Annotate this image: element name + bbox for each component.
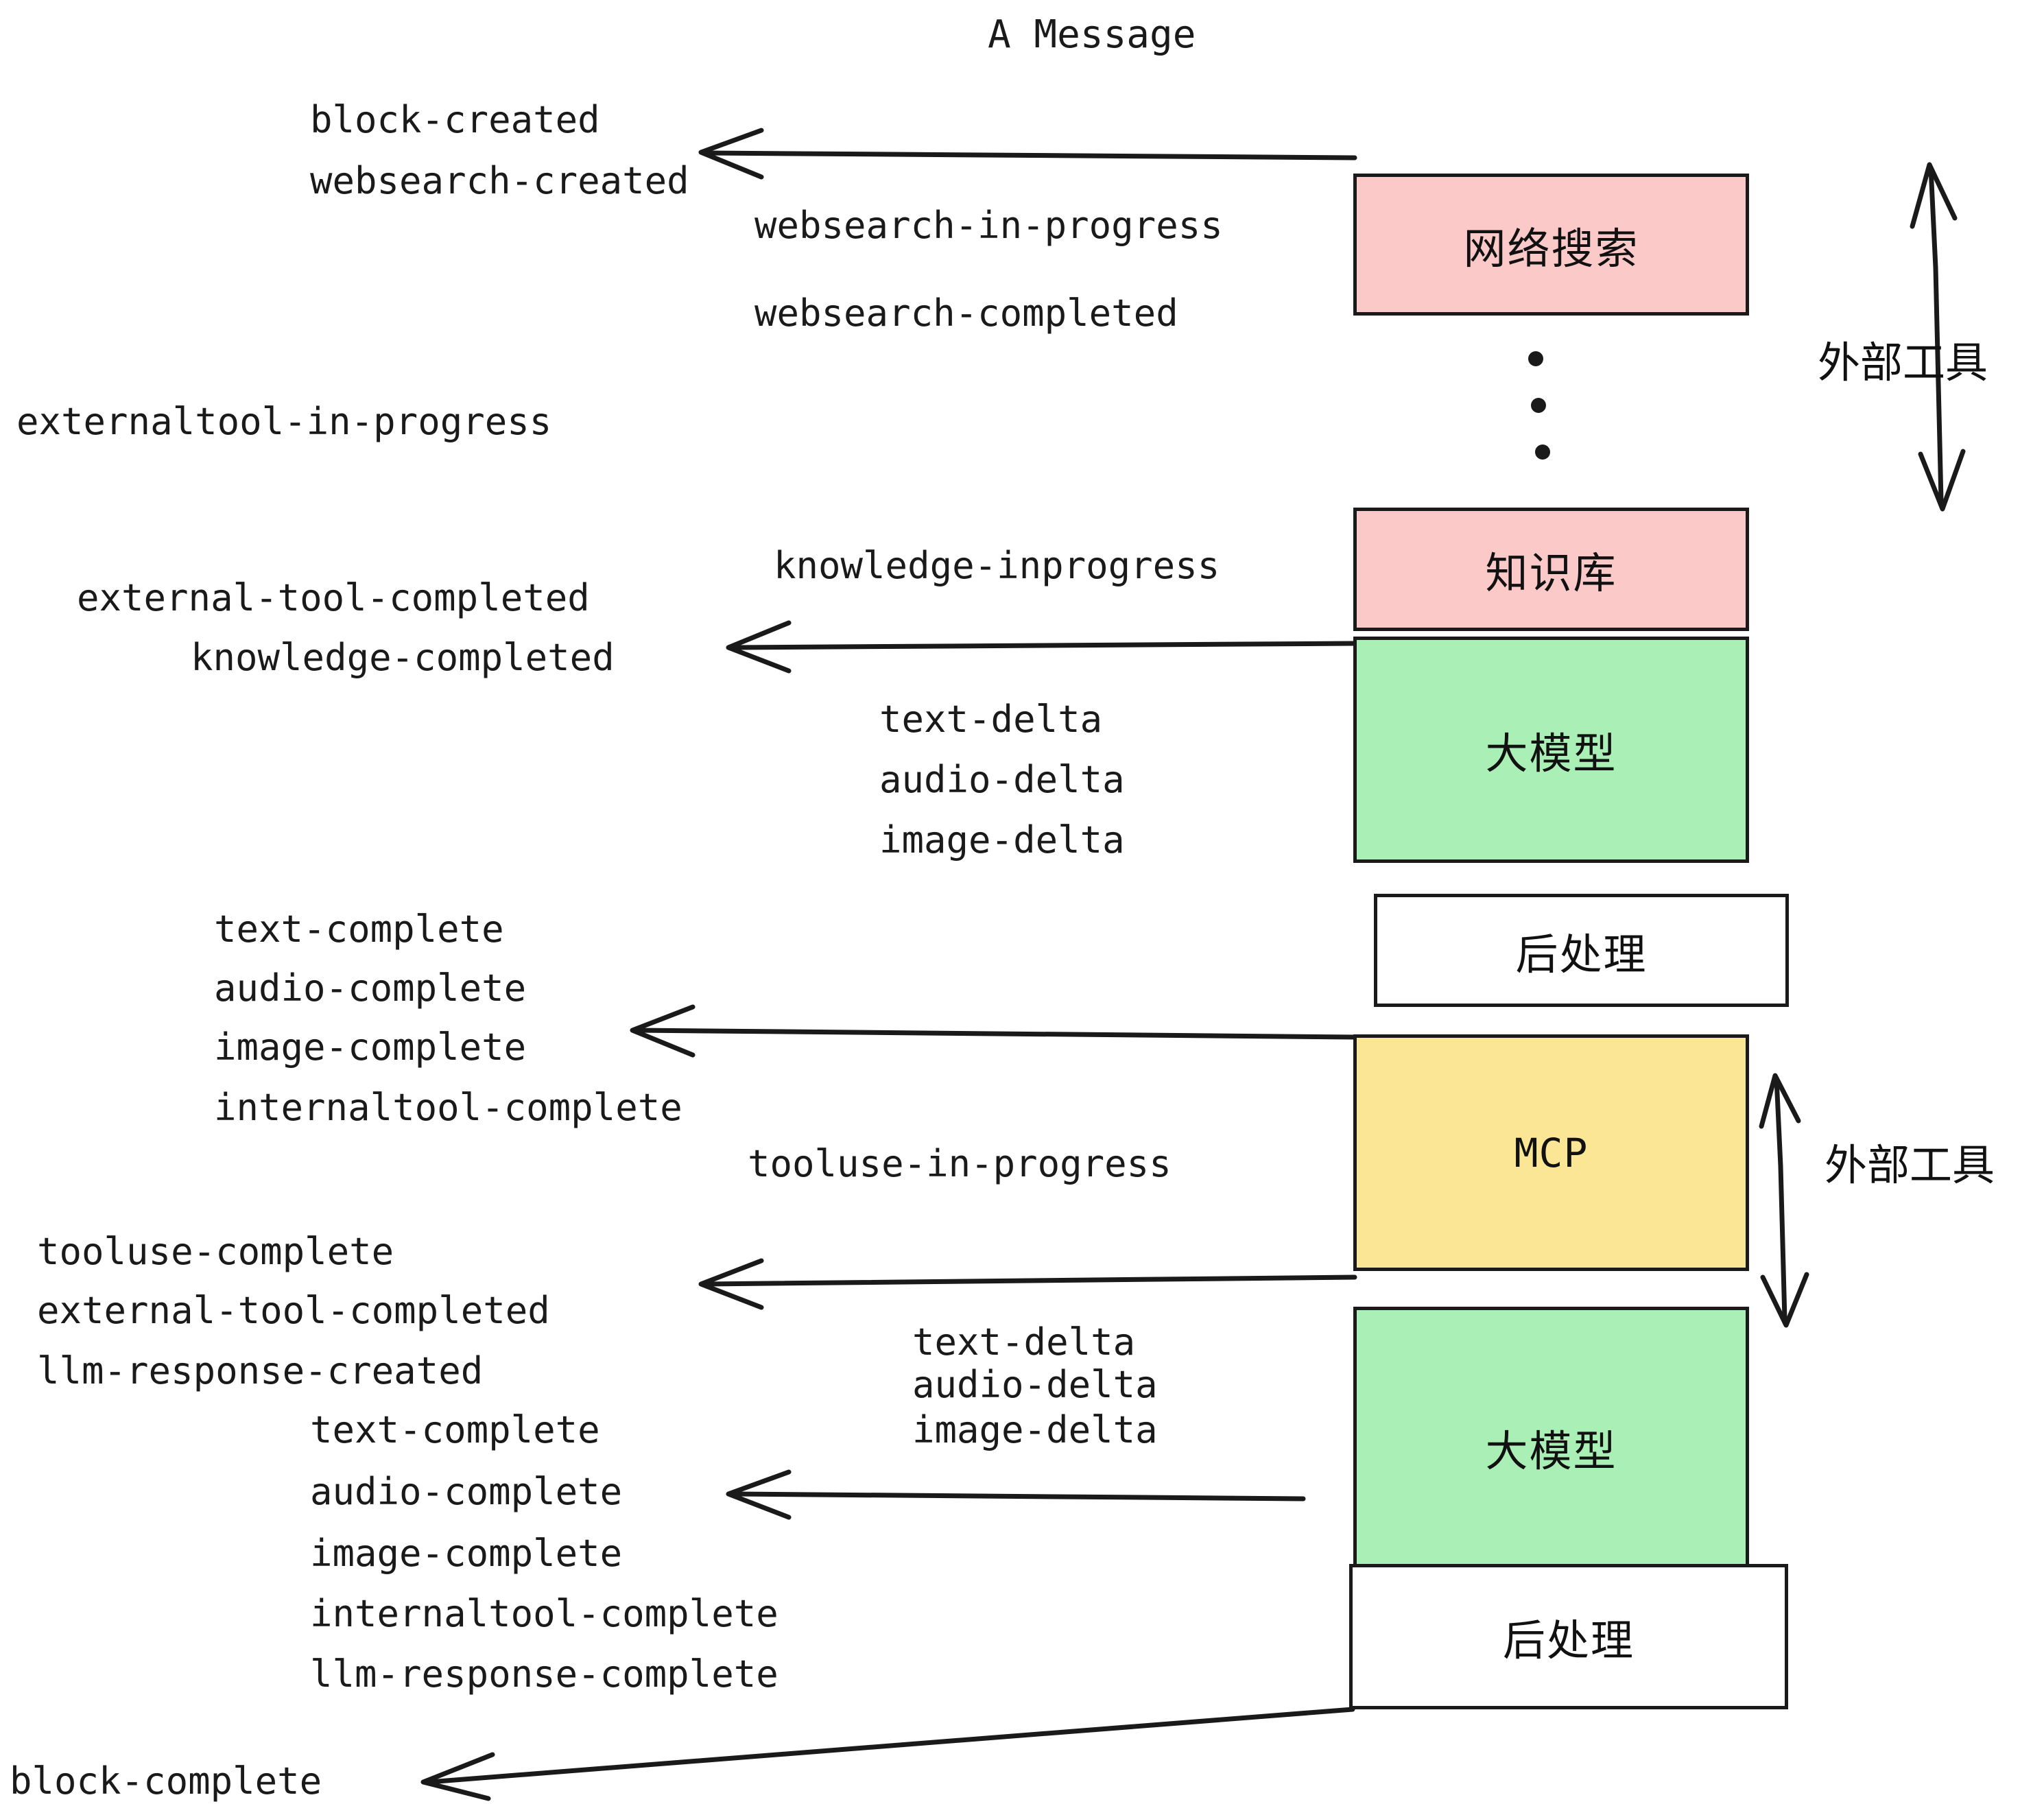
- event-websearch-in-progress: websearch-in-progress: [754, 204, 1223, 247]
- event-websearch-created: websearch-created: [310, 159, 689, 202]
- node-postprocess-2-label: 后处理: [1502, 1615, 1635, 1665]
- event-text-complete-2: text-complete: [310, 1408, 600, 1451]
- event-image-complete-2: image-complete: [310, 1532, 623, 1575]
- event-external-tool-completed-2: external-tool-completed: [37, 1289, 550, 1332]
- event-audio-delta-2: audio-delta: [912, 1363, 1158, 1406]
- page-title: A Message: [988, 12, 1196, 57]
- node-llm-2[interactable]: 大模型: [1353, 1307, 1749, 1588]
- arrow-external-tool-bottom: [1759, 1073, 1809, 1328]
- event-audio-delta-1: audio-delta: [879, 758, 1125, 801]
- node-mcp-label: MCP: [1514, 1129, 1589, 1176]
- node-postprocess-1[interactable]: 后处理: [1374, 894, 1789, 1007]
- event-websearch-completed: websearch-completed: [754, 292, 1178, 335]
- node-llm-1-label: 大模型: [1485, 728, 1617, 779]
- node-knowledge-label: 知识库: [1485, 548, 1617, 598]
- event-knowledge-completed: knowledge-completed: [191, 636, 615, 679]
- event-audio-complete-1: audio-complete: [214, 966, 527, 1010]
- arrow-postproc-to-image-complete: [630, 1004, 1357, 1058]
- node-knowledge[interactable]: 知识库: [1353, 508, 1749, 631]
- event-block-created: block-created: [310, 98, 600, 141]
- arrow-websearch-to-created: [698, 128, 1357, 180]
- event-text-delta-2: text-delta: [912, 1320, 1136, 1364]
- event-tooluse-in-progress: tooluse-in-progress: [748, 1142, 1172, 1185]
- arrow-postproc2-to-block-complete: [420, 1707, 1355, 1801]
- node-postprocess-2[interactable]: 后处理: [1349, 1564, 1788, 1709]
- node-llm-1[interactable]: 大模型: [1353, 637, 1749, 863]
- side-label-external-tool-top: 外部工具: [1818, 337, 1988, 388]
- ellipsis-dot-3: [1535, 444, 1550, 460]
- event-internaltool-complete-1: internaltool-complete: [214, 1086, 682, 1129]
- event-audio-complete-2: audio-complete: [310, 1470, 623, 1513]
- event-image-delta-2: image-delta: [912, 1408, 1158, 1451]
- ellipsis-dot-1: [1528, 351, 1543, 366]
- ellipsis-dot-2: [1531, 398, 1546, 413]
- arrow-mcp-to-tooluse-complete: [698, 1258, 1357, 1310]
- node-mcp[interactable]: MCP: [1353, 1034, 1749, 1271]
- event-block-complete: block-complete: [10, 1759, 322, 1803]
- side-label-external-tool-bottom: 外部工具: [1825, 1140, 1995, 1190]
- event-llm-response-created: llm-response-created: [37, 1349, 484, 1392]
- event-text-complete-1: text-complete: [214, 907, 504, 951]
- node-websearch[interactable]: 网络搜索: [1353, 174, 1749, 316]
- event-external-tool-completed-1: external-tool-completed: [77, 576, 590, 619]
- event-externaltool-in-progress: externaltool-in-progress: [16, 400, 552, 443]
- arrow-llm2-to-audio-complete: [726, 1469, 1306, 1520]
- event-internaltool-complete-2: internaltool-complete: [310, 1592, 779, 1635]
- node-postprocess-1-label: 后处理: [1515, 929, 1648, 980]
- node-websearch-label: 网络搜索: [1463, 223, 1639, 274]
- node-llm-2-label: 大模型: [1485, 1426, 1617, 1476]
- event-text-delta-1: text-delta: [879, 698, 1103, 741]
- event-tooluse-complete: tooluse-complete: [37, 1230, 394, 1273]
- event-knowledge-inprogress: knowledge-inprogress: [774, 544, 1220, 587]
- event-image-complete-1: image-complete: [214, 1025, 527, 1069]
- arrow-knowledge-to-completed: [726, 620, 1357, 674]
- event-image-delta-1: image-delta: [879, 818, 1125, 862]
- event-llm-response-complete: llm-response-complete: [310, 1652, 779, 1696]
